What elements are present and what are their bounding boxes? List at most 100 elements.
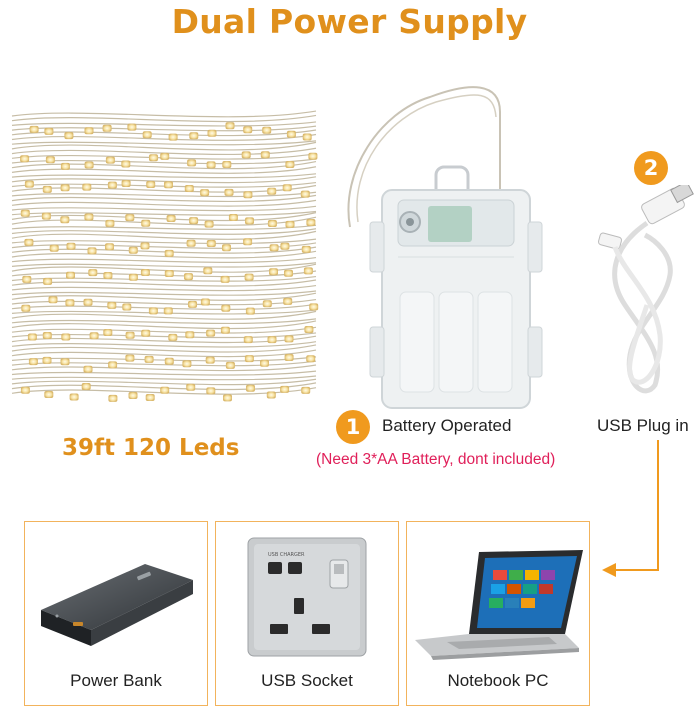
coil-wire — [11, 349, 317, 358]
led-bulb — [60, 358, 70, 366]
led-bulb — [285, 161, 295, 168]
led-bulb — [121, 180, 131, 187]
power-bank-icon — [41, 564, 193, 646]
length-led-count: 39ft 120 Leds — [62, 435, 240, 461]
coil-wire — [11, 341, 317, 348]
led-bulb — [267, 220, 277, 227]
led-bulb — [81, 383, 91, 390]
led-bulb — [283, 297, 293, 305]
led-bulb — [89, 332, 99, 340]
led-bulb — [302, 133, 312, 141]
led-bulb — [184, 273, 193, 281]
coil-wire — [11, 364, 317, 372]
coil-wire — [11, 216, 317, 226]
led-bulb — [41, 212, 51, 220]
led-bulb — [148, 307, 158, 315]
led-bulb — [280, 242, 290, 250]
led-bulb — [127, 123, 137, 131]
option-2-badge: 2 — [634, 151, 668, 185]
led-bulb — [244, 355, 254, 363]
usb-socket-panel: USB CHARGER USB Socket — [215, 521, 399, 706]
coil-wire — [11, 360, 317, 367]
coil-wire — [11, 210, 317, 216]
power-bank-label: Power Bank — [70, 671, 162, 690]
coil-wire — [11, 125, 317, 132]
coil-wire — [11, 114, 317, 123]
coil-wire — [11, 110, 317, 118]
coil-wire — [11, 298, 317, 306]
led-bulb — [103, 272, 113, 279]
coil-wire — [11, 356, 317, 362]
led-bulb — [83, 365, 93, 373]
led-bulb — [105, 243, 114, 251]
led-bulb — [189, 132, 199, 140]
coil-wire — [11, 382, 317, 391]
led-bulb — [168, 133, 178, 141]
led-bulb — [300, 190, 310, 198]
led-bulb — [108, 394, 118, 402]
coil-wire — [11, 318, 317, 325]
connector-arrow-icon — [602, 440, 659, 577]
coil-wire — [11, 292, 317, 301]
coil-wire — [11, 166, 317, 174]
led-bulb — [164, 357, 174, 365]
led-bulb — [20, 155, 30, 163]
coil-wire — [11, 387, 317, 395]
led-bulb — [224, 188, 234, 196]
led-bulb — [269, 268, 278, 276]
led-bulb — [200, 298, 210, 306]
led-bulb — [304, 326, 314, 333]
led-bulb — [228, 214, 238, 221]
led-bulb — [21, 304, 31, 312]
led-bulb — [243, 238, 253, 246]
led-bulb — [20, 386, 30, 394]
coil-wire — [11, 326, 317, 334]
led-bulb — [69, 393, 79, 401]
coil-wire — [11, 335, 317, 344]
led-bulb — [309, 303, 319, 311]
coil-wire — [11, 284, 317, 292]
led-bulb — [82, 183, 92, 191]
led-bulb — [168, 333, 178, 341]
led-bulb — [245, 217, 254, 225]
coil-wire — [11, 375, 317, 381]
led-bulb — [121, 160, 131, 168]
led-bulb — [207, 129, 217, 137]
led-bulb — [24, 180, 34, 188]
led-bulb — [243, 126, 253, 134]
led-bulb — [43, 277, 53, 285]
notebook-pc-label: Notebook PC — [447, 671, 549, 690]
led-bulb — [182, 360, 192, 368]
led-bulb — [149, 154, 158, 162]
led-bulb — [88, 269, 98, 277]
usb-socket-label: USB Socket — [261, 671, 353, 690]
notebook-pc-panel: Notebook PC — [406, 521, 590, 706]
led-bulb — [187, 159, 197, 167]
led-bulb — [65, 299, 75, 307]
led-bulb — [125, 354, 135, 362]
led-bulb — [286, 130, 296, 138]
led-bulb — [42, 332, 52, 339]
battery-operated-label: Battery Operated — [382, 416, 512, 435]
led-bulb — [164, 181, 173, 189]
led-bulb — [303, 267, 313, 275]
coil-wire — [11, 310, 317, 320]
led-bulb — [301, 245, 311, 253]
led-bulb — [188, 300, 197, 308]
led-bulb — [125, 214, 135, 222]
led-bulb — [243, 191, 253, 199]
coil-wire — [11, 158, 317, 165]
led-bulb — [84, 127, 94, 135]
led-bulb — [200, 189, 210, 197]
led-bulb — [60, 162, 70, 170]
coil-wire — [11, 194, 317, 203]
led-bulb — [284, 335, 294, 343]
led-bulb — [260, 151, 270, 159]
led-bulb — [222, 244, 231, 252]
battery-box-icon — [347, 86, 543, 409]
led-bulb — [266, 391, 276, 399]
led-bulb — [128, 273, 138, 281]
led-bulb — [245, 307, 255, 315]
led-bulb — [66, 271, 75, 279]
coil-wire — [11, 290, 317, 296]
